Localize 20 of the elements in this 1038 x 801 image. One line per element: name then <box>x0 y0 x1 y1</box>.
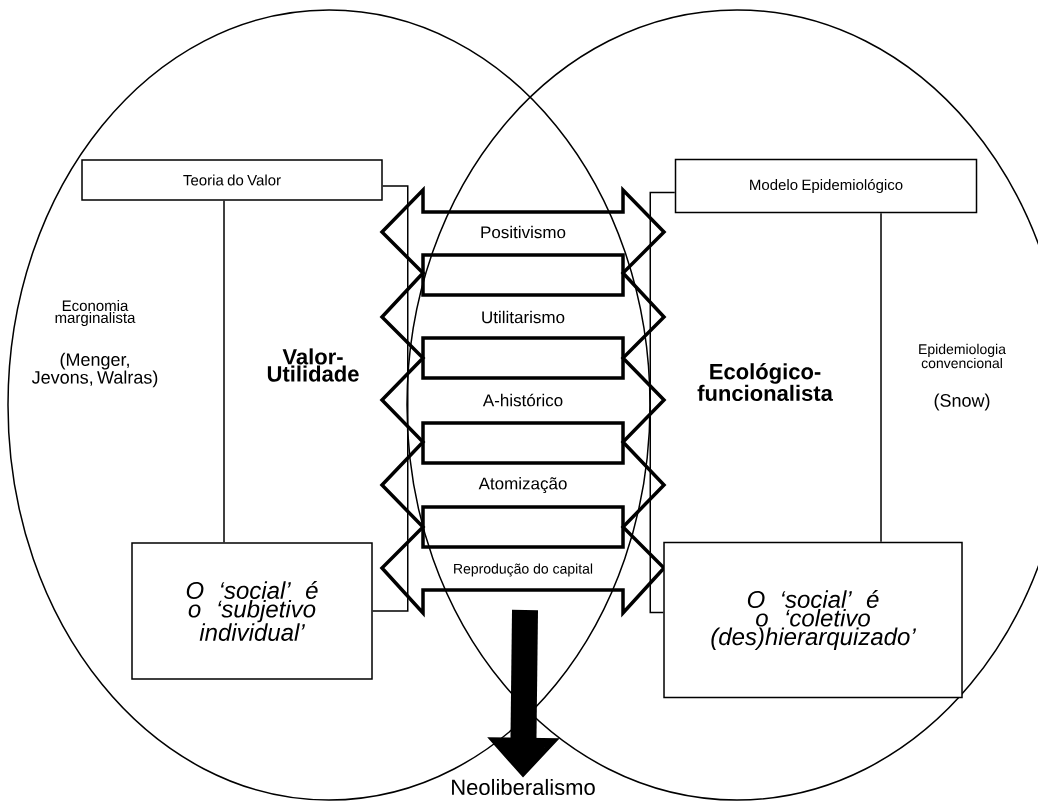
connector-line <box>223 200 225 543</box>
connector-line <box>649 191 676 614</box>
connector-line <box>372 185 409 612</box>
category-label: (Menger, Jevons, Walras) <box>31 352 158 388</box>
concept-label: Utilitarismo <box>482 310 565 324</box>
category-label: Epidemiologia convencional <box>919 343 1006 369</box>
text-box: Teoria do Valor <box>81 159 383 201</box>
concept-label: Positivismo <box>481 225 566 239</box>
connector-line <box>880 212 882 543</box>
concept-label: Atomização <box>478 477 567 493</box>
concept-label: A-histórico <box>482 393 563 407</box>
category-label: (Snow) <box>934 393 990 411</box>
text-box: Modelo Epidemiológico <box>674 158 978 214</box>
result-label: Neoliberalismo <box>452 778 595 796</box>
category-label: Ecológico-funcionalista <box>697 363 833 401</box>
concept-label: Reprodução do capital <box>454 563 593 577</box>
text-box: O ‘social’ é o ‘subjetivo individual’ <box>131 542 373 680</box>
text-box: O ‘social’ é o ‘coletivo (des)hierarquizado’ <box>663 541 963 699</box>
category-label: Economia marginalista <box>55 300 136 326</box>
category-label: Valor-Utilidade <box>267 348 359 382</box>
